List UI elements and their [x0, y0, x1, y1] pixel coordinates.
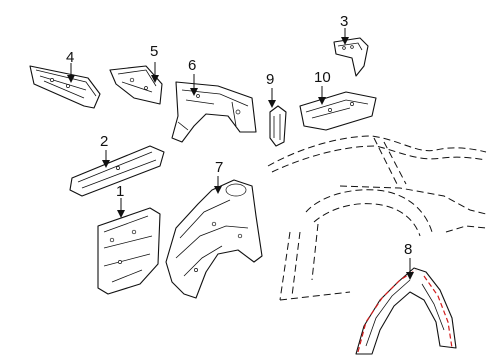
callout-4: 4 — [66, 49, 74, 66]
part-3-bracket[interactable] — [333, 37, 369, 77]
callout-6: 6 — [188, 57, 196, 74]
part-5-bracket[interactable] — [109, 65, 163, 105]
highlight-edge — [357, 269, 417, 353]
part-7-wheelhouse[interactable] — [165, 179, 263, 299]
callout-3: 3 — [340, 13, 348, 30]
part-8-outer-wheelhouse[interactable] — [355, 267, 457, 355]
part-4-panel[interactable] — [29, 65, 101, 109]
part-2-rail[interactable] — [69, 145, 165, 197]
vehicle-body-outline — [267, 135, 487, 301]
part-1-inner-panel[interactable] — [97, 207, 161, 295]
callout-1: 1 — [116, 183, 124, 200]
callout-7: 7 — [215, 159, 223, 176]
callout-9: 9 — [266, 71, 274, 88]
callout-5: 5 — [150, 43, 158, 60]
part-10-reinforcement[interactable] — [299, 91, 377, 131]
callout-8: 8 — [404, 241, 412, 258]
part-6-inner-fender[interactable] — [171, 81, 257, 143]
callout-10: 10 — [314, 69, 331, 86]
part-9-strip[interactable] — [269, 105, 287, 147]
callout-2: 2 — [100, 133, 108, 150]
